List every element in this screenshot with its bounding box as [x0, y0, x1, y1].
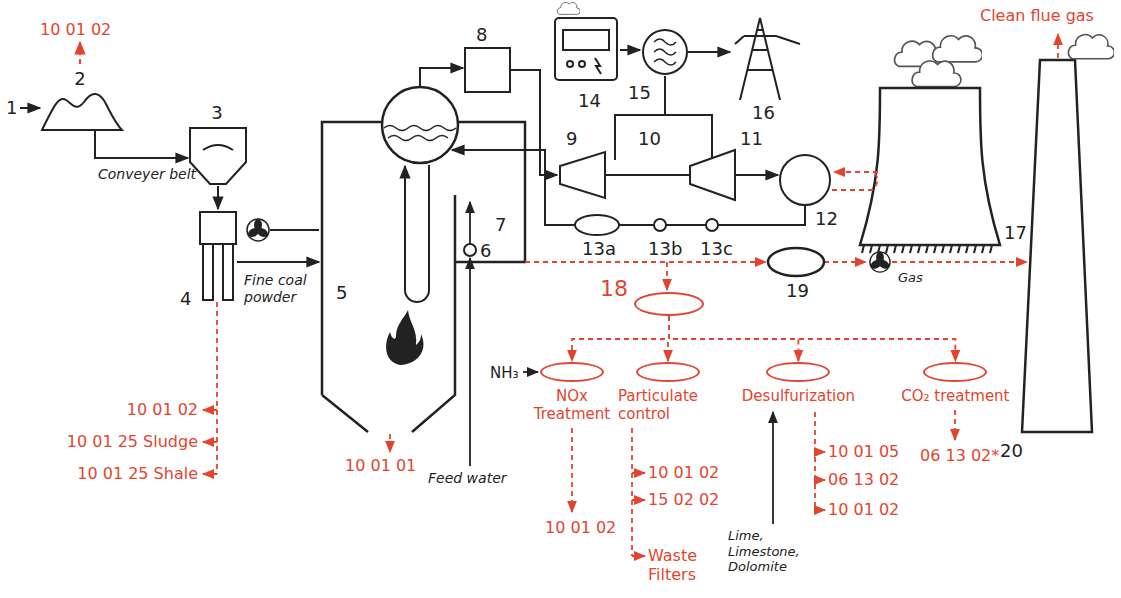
callout-number: 1: [6, 97, 17, 119]
oval-shape: [766, 362, 830, 382]
reagent-arrows: [523, 372, 773, 524]
callout-number: 14: [578, 90, 601, 112]
label-text: Conveyer belt: [98, 166, 196, 183]
callout-number: 13a: [582, 238, 616, 260]
label-text: 10 01 02: [40, 20, 111, 39]
label-text: NH₃: [490, 364, 519, 382]
callout-number: 20: [1000, 440, 1023, 462]
callout-number: 18: [600, 276, 628, 302]
label-text: Fine coal powder: [244, 272, 318, 306]
treatment-node: 18: [600, 276, 704, 316]
node-label: NOx Treatment: [526, 387, 618, 423]
callout-number: 12: [815, 208, 838, 230]
label-text: 10 01 25 Shale: [77, 464, 198, 483]
treatment-node: Particulate control: [618, 362, 718, 423]
label-text: 10 01 02: [648, 463, 719, 482]
label-text: 10 01 02: [127, 400, 198, 419]
flue-gas-path: [525, 34, 1058, 290]
label-text: 10 01 02: [828, 500, 899, 519]
oval-shape: [634, 292, 704, 316]
tower-leg: [950, 245, 952, 253]
oval-shape: [923, 362, 987, 382]
tower-leg: [990, 245, 992, 253]
label-text: 10 01 01: [345, 456, 416, 475]
label-text: Gas: [898, 270, 923, 286]
tower-leg: [934, 245, 936, 253]
node-label: CO₂ treatment: [901, 387, 1010, 405]
turbines-generator: [452, 2, 830, 235]
node-label: Particulate control: [618, 387, 718, 423]
callout-number: 17: [1004, 222, 1027, 244]
tower-leg: [918, 245, 920, 253]
tower-leg: [942, 245, 944, 253]
callout-number: 5: [336, 282, 347, 304]
label-text: 10 01 25 Sludge: [67, 432, 198, 451]
oval-shape: [540, 362, 604, 382]
callout-number: 4: [180, 288, 191, 310]
label-text: 15 02 02: [648, 490, 719, 509]
flow-connector: [669, 316, 955, 361]
oval-shape: [636, 362, 700, 382]
callout-number: 9: [566, 128, 577, 150]
label-text: Waste Filters: [648, 546, 712, 584]
boiler: [322, 48, 557, 466]
tower-leg: [886, 245, 888, 253]
tower-leg: [958, 245, 960, 253]
label-text: 10 01 05: [828, 442, 899, 461]
callout-number: 10: [638, 128, 661, 150]
callout-number: 6: [480, 240, 491, 262]
callout-number: 13c: [700, 238, 733, 260]
mill-waste-lines: [203, 302, 217, 474]
label-text: 06 13 02*: [920, 446, 999, 465]
callout-number: 8: [476, 24, 487, 46]
callout-number: 3: [211, 102, 222, 124]
tower-leg: [902, 245, 904, 253]
tower-leg: [926, 245, 928, 253]
treatment-node: Desulfurization: [741, 362, 855, 405]
callout-number: 2: [74, 68, 85, 90]
callout-number: 15: [628, 82, 651, 104]
coal-pile: [20, 42, 188, 158]
treatment-node: NOx Treatment: [526, 362, 618, 423]
cooling-tower: [860, 36, 1000, 253]
tower-leg: [982, 245, 984, 253]
tower-leg: [966, 245, 968, 253]
tower-leg: [974, 245, 976, 253]
label-text: 10 01 02: [545, 518, 616, 537]
tower-leg: [870, 245, 872, 253]
label-text: 06 13 02: [828, 470, 899, 489]
tower-leg: [894, 245, 896, 253]
label-text: Feed water: [428, 470, 507, 487]
callout-number: 16: [752, 102, 775, 124]
tower-leg: [862, 245, 864, 253]
callout-number: 19: [786, 280, 809, 302]
tower-leg: [910, 245, 912, 253]
callout-number: 7: [495, 214, 506, 236]
callout-number: 13b: [648, 238, 682, 260]
label-text: Clean flue gas: [980, 6, 1094, 25]
callout-number: 11: [740, 128, 763, 150]
hopper: [190, 128, 246, 209]
label-text: Lime, Limestone, Dolomite: [728, 528, 806, 575]
treatment-node: CO₂ treatment: [901, 362, 1010, 405]
node-label: Desulfurization: [741, 387, 855, 405]
flow-connector: [669, 316, 798, 361]
flow-connector: [572, 316, 669, 361]
